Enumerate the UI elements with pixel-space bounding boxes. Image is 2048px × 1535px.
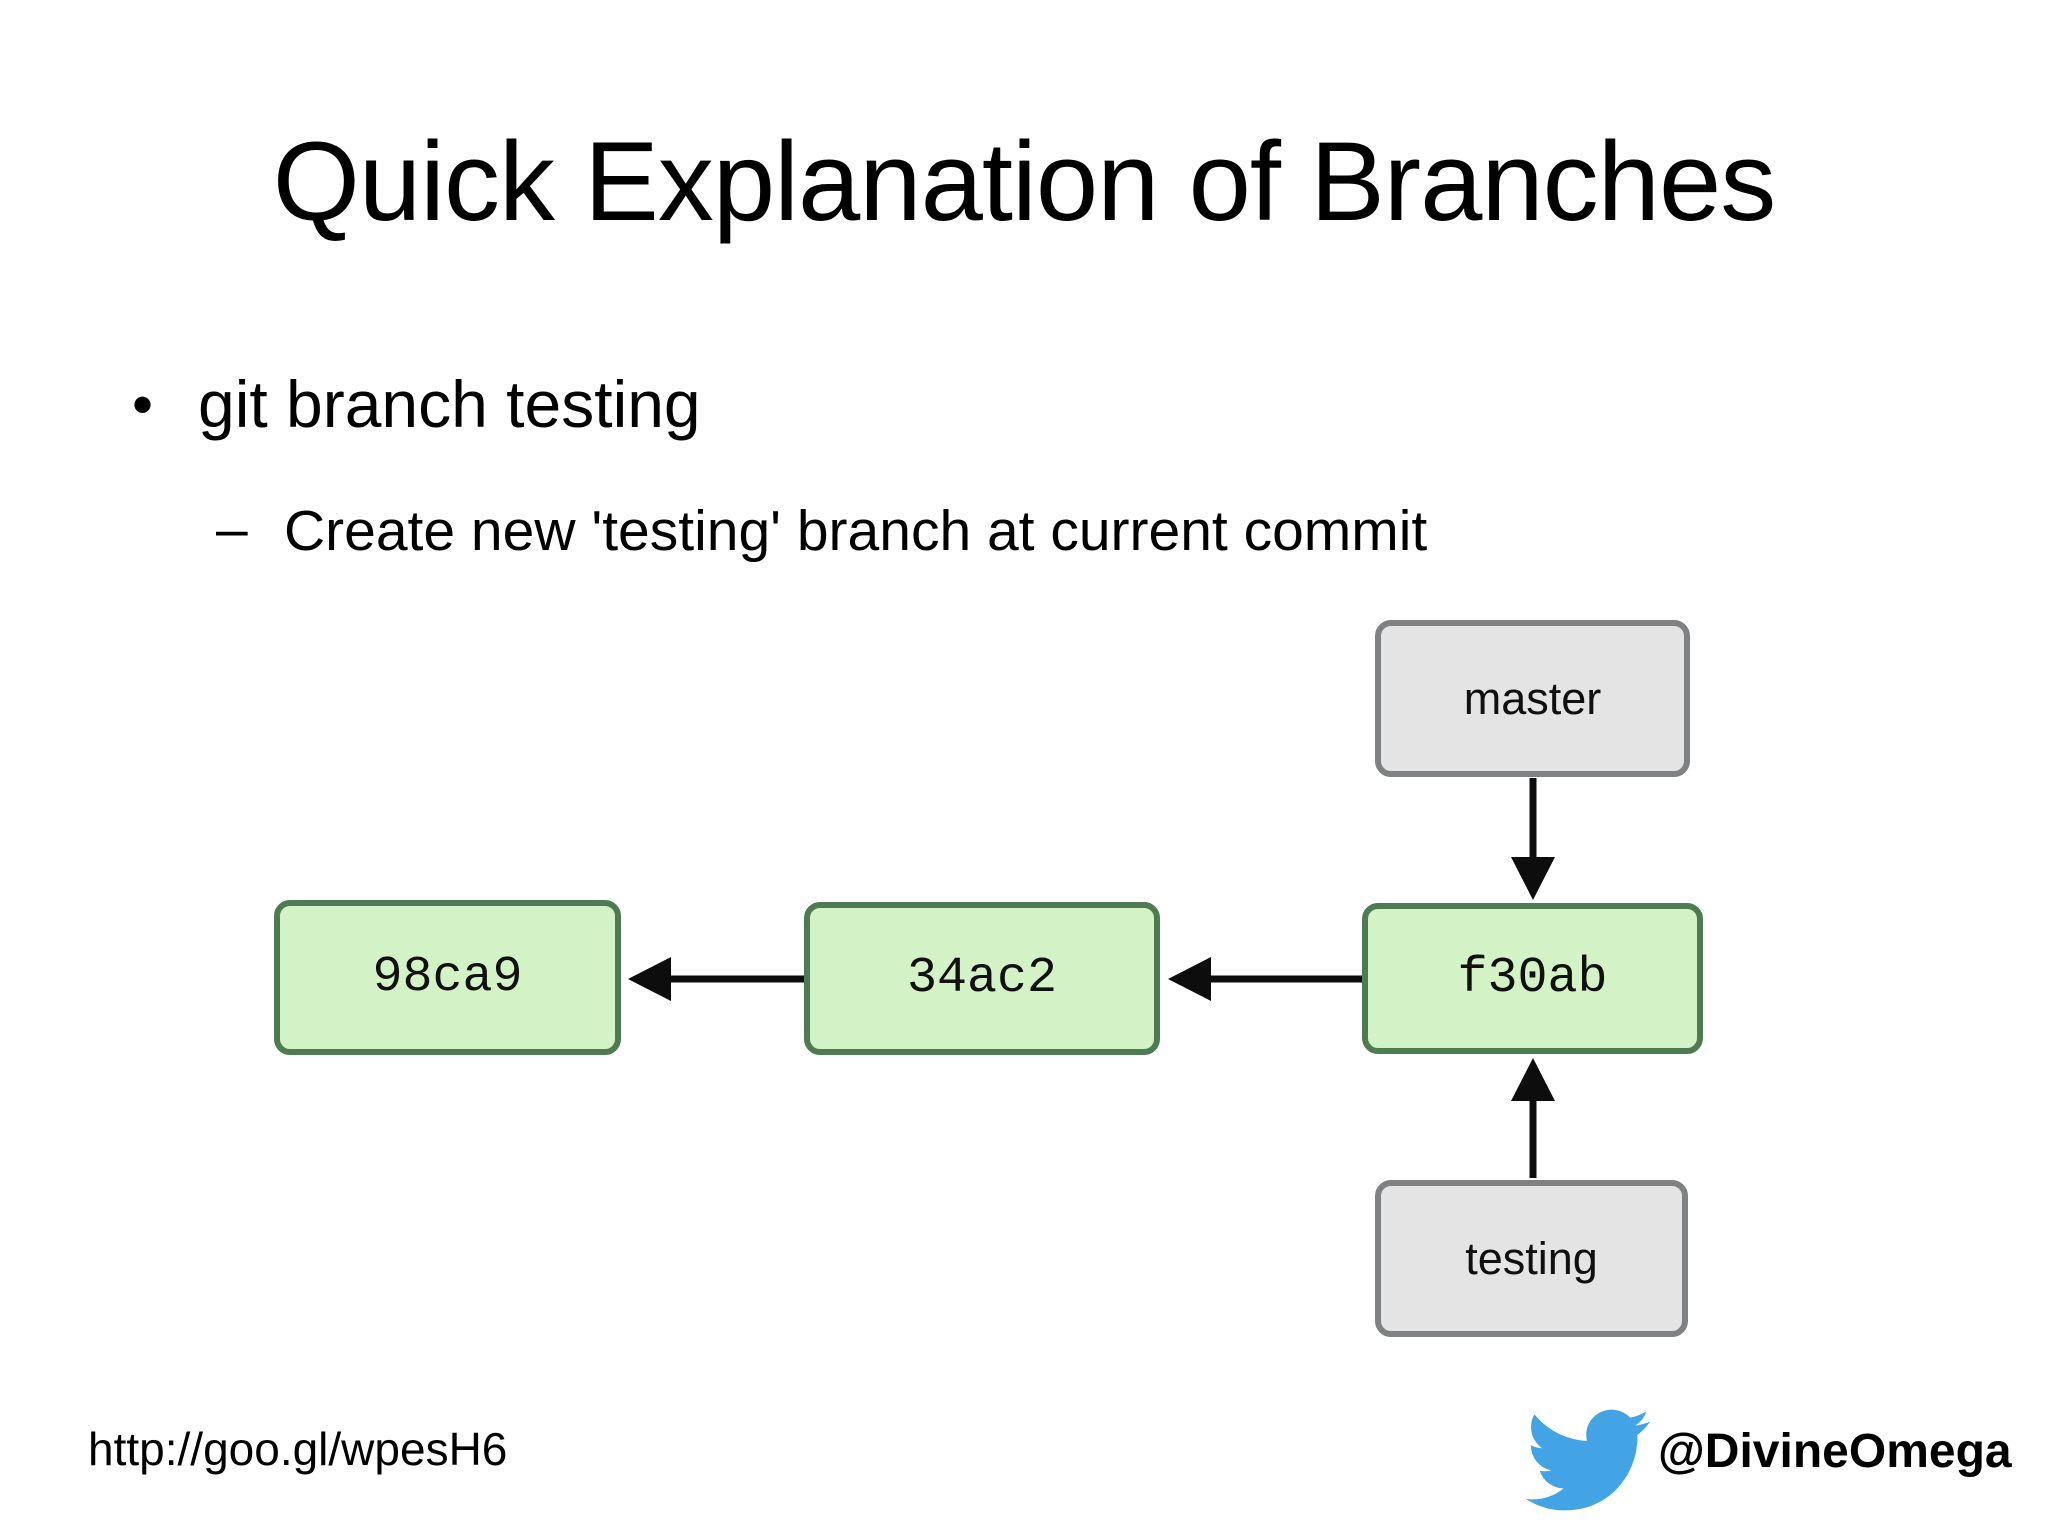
commit-node-f30ab: f30ab (1362, 903, 1703, 1054)
branch-label: master (1463, 672, 1602, 724)
bullet-text: git branch testing (198, 367, 701, 441)
commit-node-34ac2: 34ac2 (804, 902, 1160, 1055)
commit-node-98ca9: 98ca9 (274, 900, 621, 1055)
branch-label: testing (1465, 1232, 1598, 1284)
arrow-testing-to-f30ab (1511, 1058, 1555, 1178)
slide-title: Quick Explanation of Branches (272, 119, 1777, 244)
arrow-34ac2-to-98ca9 (628, 957, 806, 1001)
branch-node-master: master (1375, 620, 1690, 777)
sub-bullet-item: – Create new 'testing' branch at current… (216, 497, 1428, 563)
arrow-f30ab-to-34ac2 (1168, 957, 1364, 1001)
sub-bullet-text: Create new 'testing' branch at current c… (284, 499, 1428, 563)
arrow-master-to-f30ab (1511, 778, 1555, 900)
commit-label: 34ac2 (906, 950, 1058, 1007)
twitter-handle: @DivineOmega (1658, 1425, 2012, 1478)
branch-node-testing: testing (1375, 1180, 1688, 1337)
bullet-item: • git branch testing (128, 368, 701, 441)
commit-label: 98ca9 (372, 949, 523, 1006)
commit-label: f30ab (1457, 950, 1608, 1007)
sub-bullet-marker: – (216, 497, 248, 561)
bullet-marker: • (132, 371, 154, 438)
footer-url: http://goo.gl/wpesH6 (88, 1423, 508, 1475)
twitter-bird-icon (1526, 1409, 1650, 1511)
